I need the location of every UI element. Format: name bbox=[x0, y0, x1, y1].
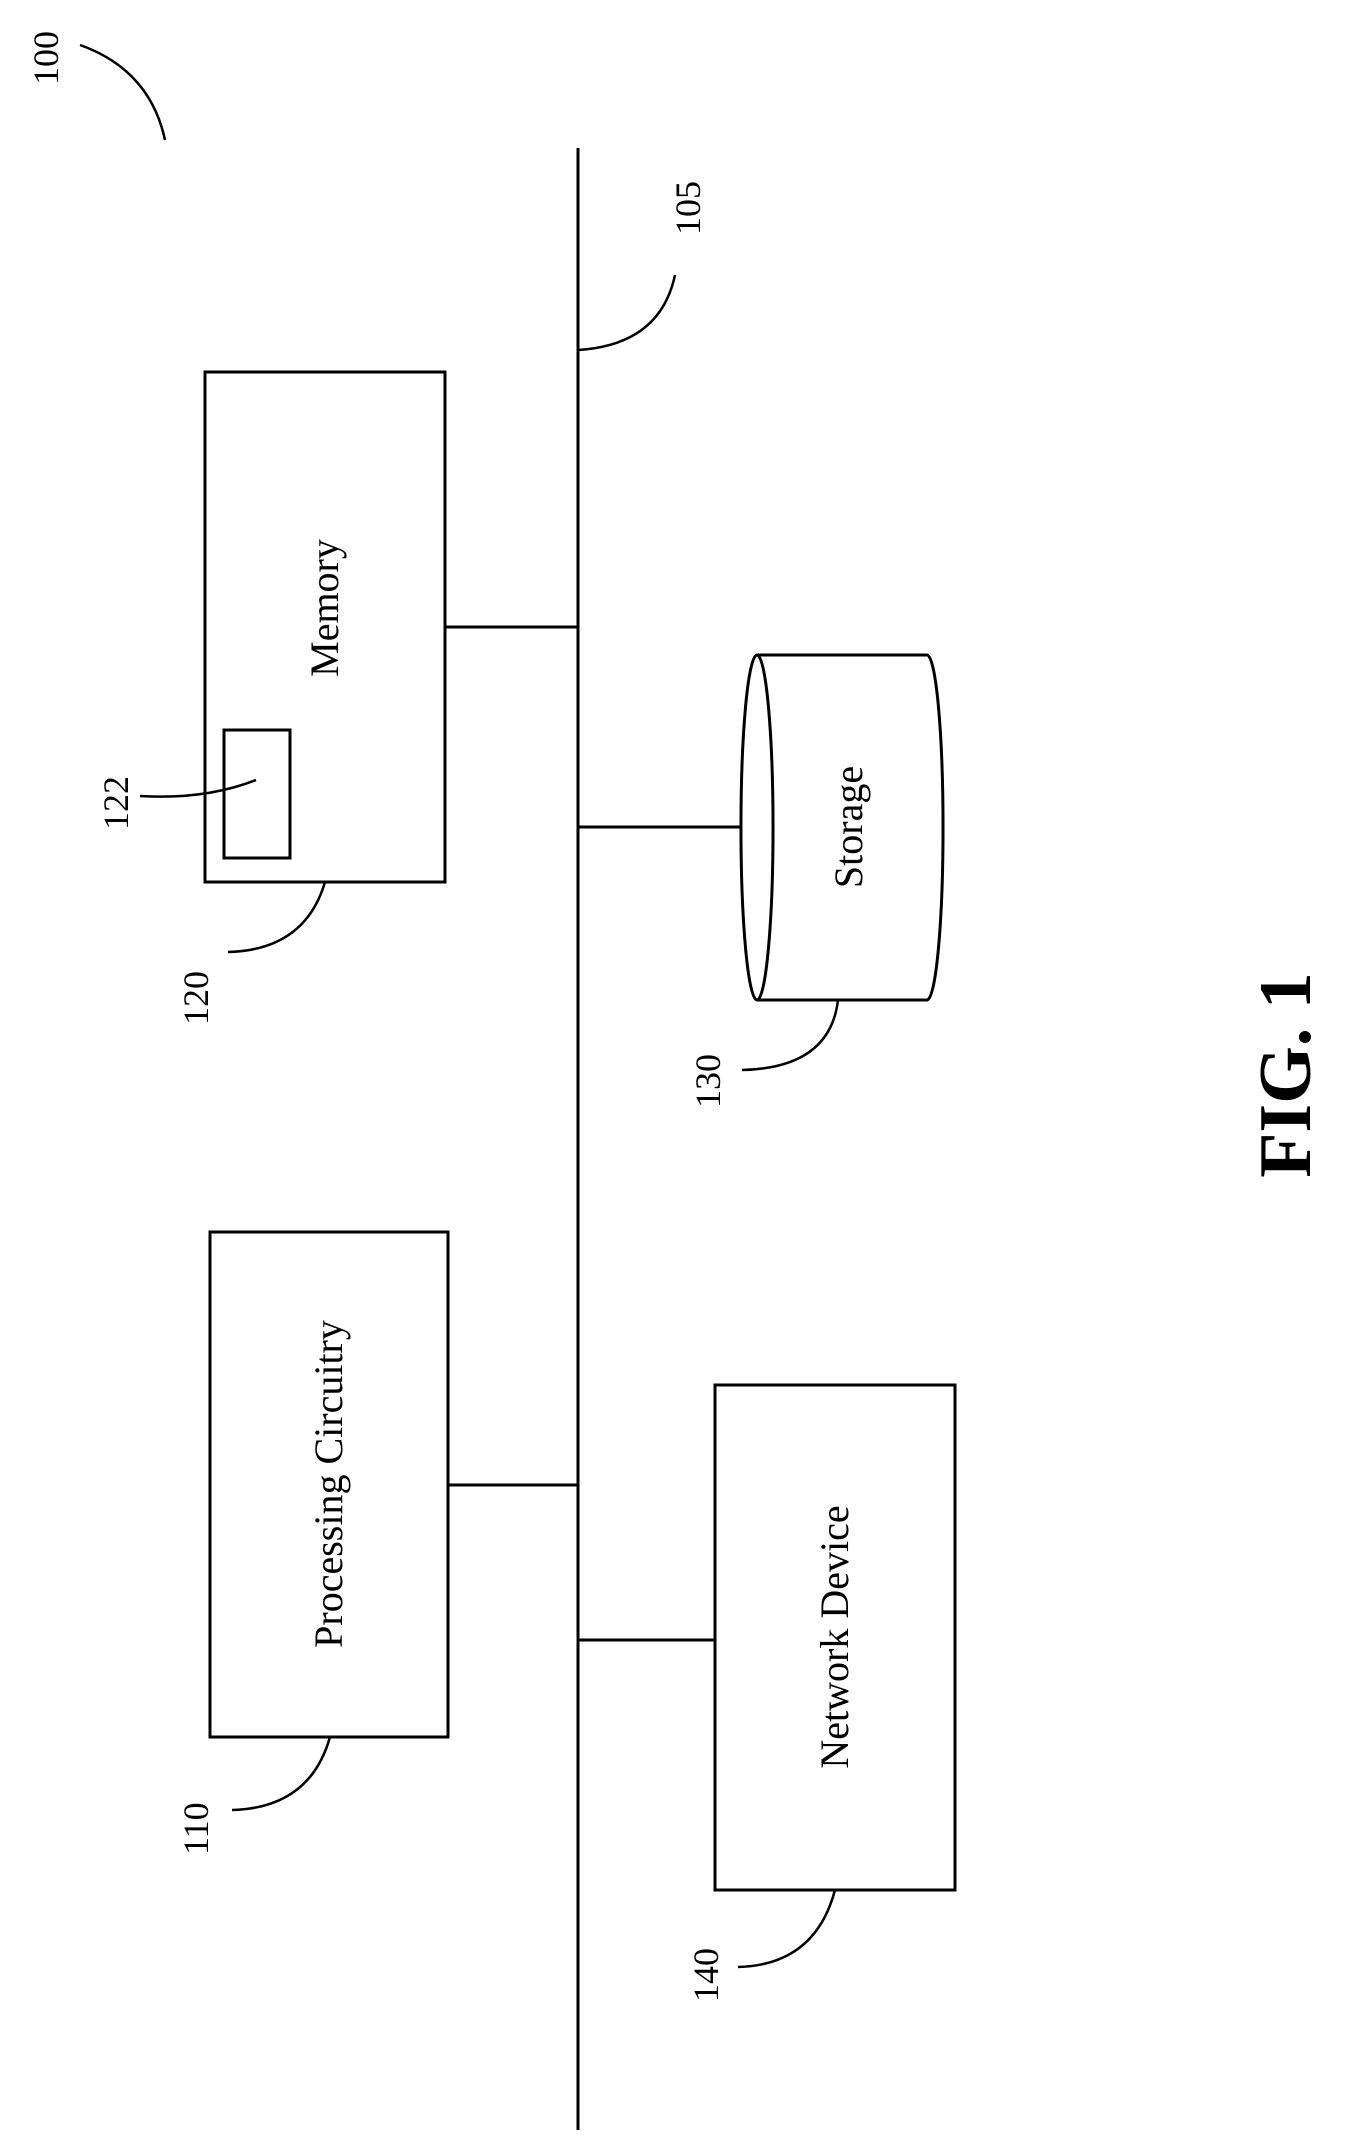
memory-sub-ref-label: 122 bbox=[96, 776, 136, 830]
memory-ref-label: 120 bbox=[176, 971, 216, 1025]
figure-caption: FIG. 1 bbox=[1245, 972, 1327, 1178]
storage-ref-label: 130 bbox=[688, 1054, 728, 1108]
memory-ref-leader bbox=[228, 882, 325, 952]
system-ref-label: 100 bbox=[26, 31, 66, 85]
memory-sub-block bbox=[224, 730, 290, 858]
processing-ref-leader bbox=[232, 1737, 330, 1810]
processing-ref-label: 110 bbox=[176, 1802, 216, 1855]
network-device-label: Network Device bbox=[812, 1505, 857, 1768]
bus-ref-leader bbox=[578, 275, 675, 350]
storage-ref-leader bbox=[742, 1000, 838, 1070]
bus-ref-label: 105 bbox=[668, 181, 708, 235]
processing-circuitry-label: Processing Circuitry bbox=[306, 1320, 351, 1648]
memory-label: Memory bbox=[302, 539, 347, 677]
network-ref-label: 140 bbox=[686, 1948, 726, 2002]
storage-label: Storage bbox=[826, 766, 871, 888]
network-ref-leader bbox=[738, 1890, 835, 1967]
system-ref-leader bbox=[80, 45, 165, 140]
